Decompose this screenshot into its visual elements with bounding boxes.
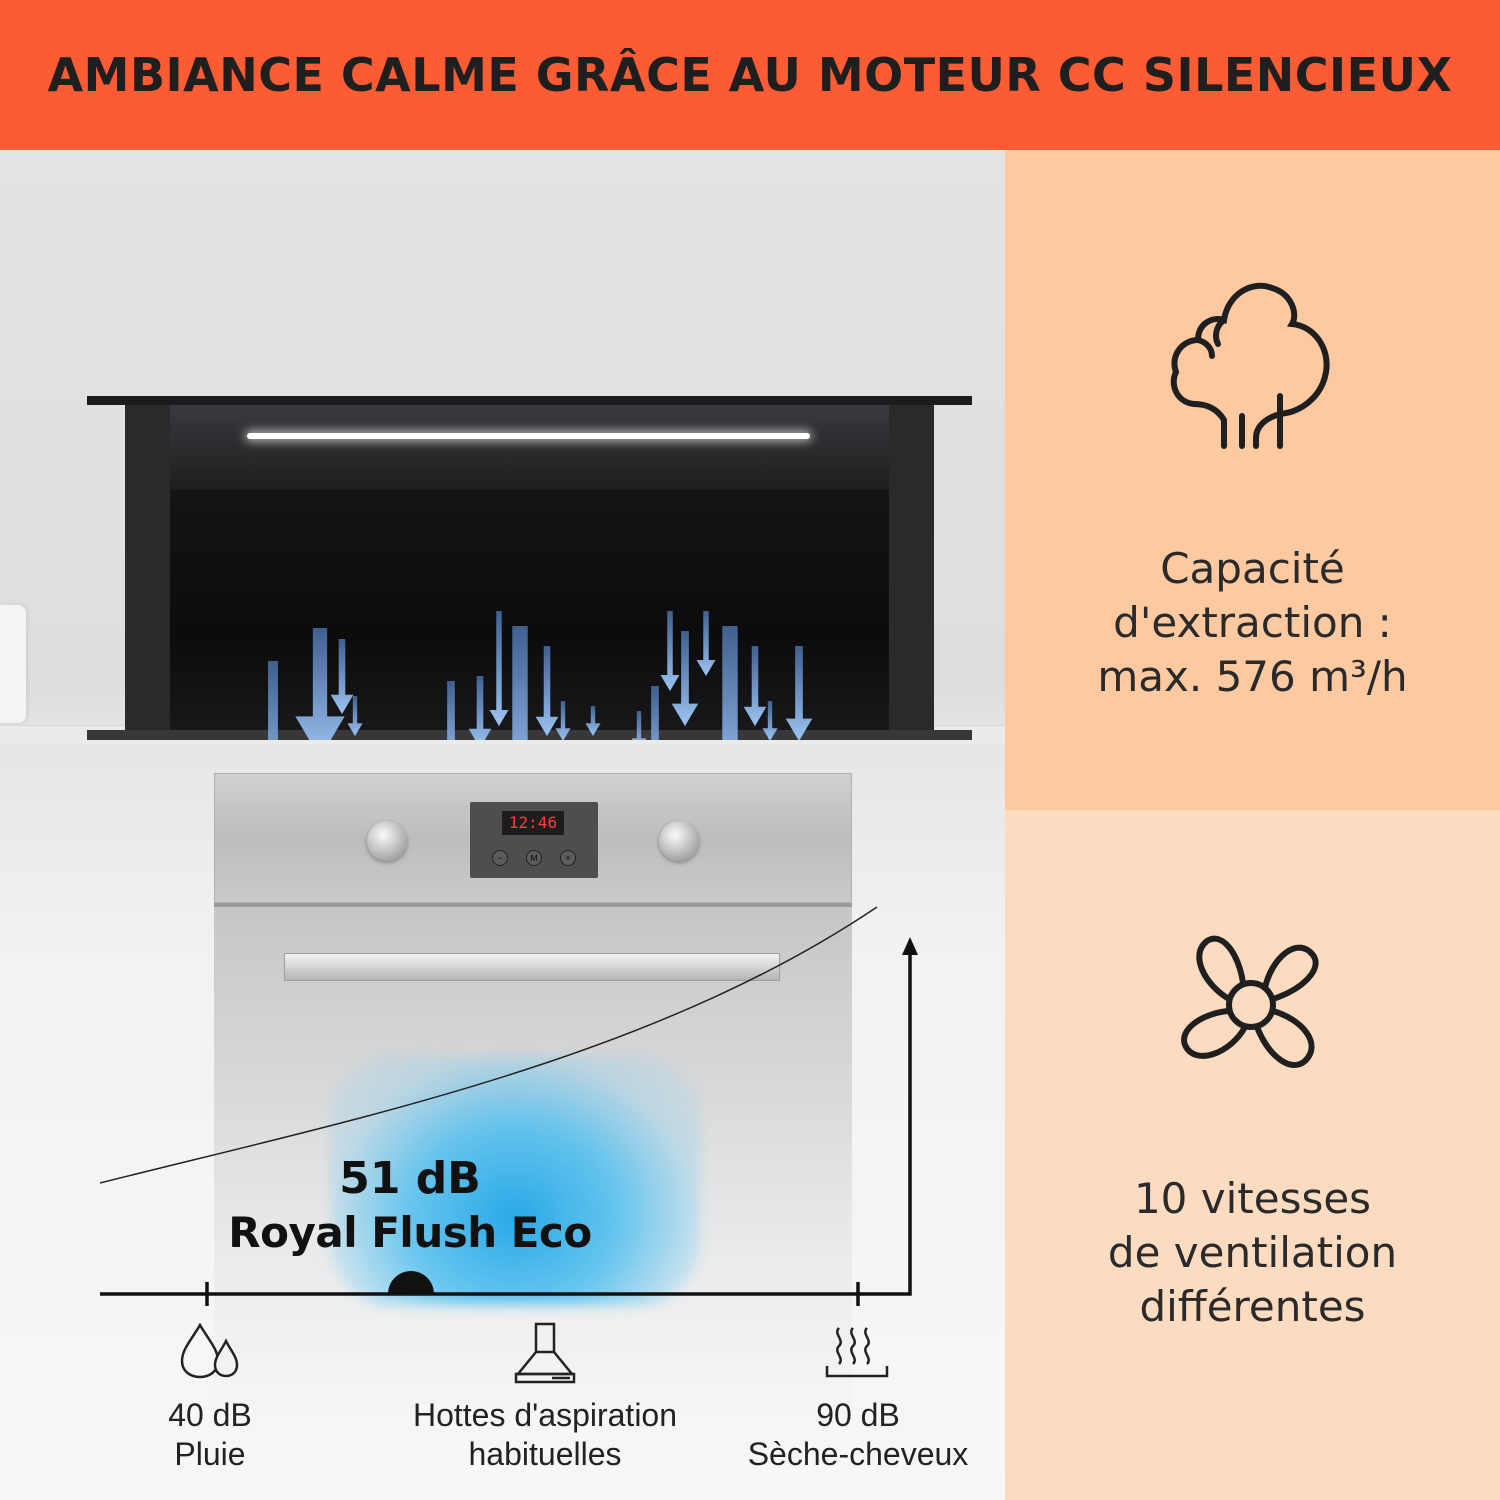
airflow-arrow <box>660 611 680 691</box>
airflow-arrow <box>722 626 738 740</box>
feature-text-speeds: 10 vitesses de ventilation différentes <box>1107 1174 1398 1331</box>
smoke-cloud-icon <box>1170 282 1330 449</box>
airflow-arrow <box>295 628 345 740</box>
noise-scale <box>99 906 918 1306</box>
header-banner: AMBIANCE CALME GRÂCE AU MOTEUR CC SILENC… <box>0 0 1500 150</box>
airflow-arrow <box>268 661 278 740</box>
axis-arrowhead <box>902 937 918 955</box>
highlight-value: 51 dB <box>339 1153 481 1204</box>
airflow-arrow <box>468 676 492 740</box>
airflow-arrow <box>671 631 699 726</box>
scale-label-rain: 40 dB Pluie <box>168 1397 252 1472</box>
hood-glass-panel <box>170 490 889 732</box>
feature-panel-capacity: Capacité d'extraction : max. 576 m³/h <box>1005 150 1500 810</box>
airflow-arrow <box>512 626 528 740</box>
airflow-arrow <box>631 711 647 740</box>
blue-glow-highlight <box>330 1055 700 1305</box>
downdraft-hood <box>87 396 972 740</box>
airflow-arrow <box>347 696 363 736</box>
scale-label-hairdryer: 90 dB Sèche-cheveux <box>747 1397 969 1472</box>
airflow-arrow <box>447 681 455 740</box>
airflow-arrow <box>762 701 778 740</box>
oven-clock: 12:46 <box>502 811 564 835</box>
airflow-arrow <box>785 646 813 740</box>
airflow-arrows <box>268 611 813 740</box>
range-hood-icon <box>514 1322 576 1384</box>
marker-51db <box>388 1271 434 1294</box>
highlight-label: 51 dB Royal Flush Eco <box>200 1152 620 1260</box>
airflow-arrow <box>696 611 716 676</box>
airflow-arrow <box>743 646 767 726</box>
banner-title: AMBIANCE CALME GRÂCE AU MOTEUR CC SILENC… <box>47 48 1453 102</box>
hood-led-light <box>247 433 810 439</box>
fan-icon <box>1181 935 1319 1068</box>
raindrops-icon <box>180 1323 239 1379</box>
plus-icon: + <box>560 850 576 866</box>
oven-handle <box>284 953 780 981</box>
oven-display: 12:46 − M + <box>470 802 598 878</box>
feature-panel-speeds: 10 vitesses de ventilation différentes <box>1005 810 1500 1500</box>
airflow-arrow <box>651 686 659 740</box>
oven-knob-left <box>367 821 407 861</box>
kitchen-jar <box>0 605 26 723</box>
mode-icon: M <box>526 850 542 866</box>
scale-label-hoods: Hottes d'aspiration habituelles <box>412 1397 678 1472</box>
airflow-arrow <box>535 646 559 736</box>
minus-icon: − <box>492 850 508 866</box>
oven-knob-right <box>659 821 699 861</box>
feature-text-capacity: Capacité d'extraction : max. 576 m³/h <box>1097 544 1408 701</box>
airflow-arrow <box>489 611 509 726</box>
airflow-arrow <box>555 701 571 740</box>
highlight-product: Royal Flush Eco <box>228 1208 592 1257</box>
scale-axis <box>100 950 912 1296</box>
oven-control-panel: 12:46 − M + <box>214 773 852 903</box>
airflow-arrow <box>330 639 354 714</box>
airflow-arrow <box>585 706 601 736</box>
product-photo: 12:46 − M + <box>0 150 1005 1500</box>
noise-curve <box>99 906 878 1184</box>
hair-dryer-heat-icon <box>825 1327 889 1378</box>
